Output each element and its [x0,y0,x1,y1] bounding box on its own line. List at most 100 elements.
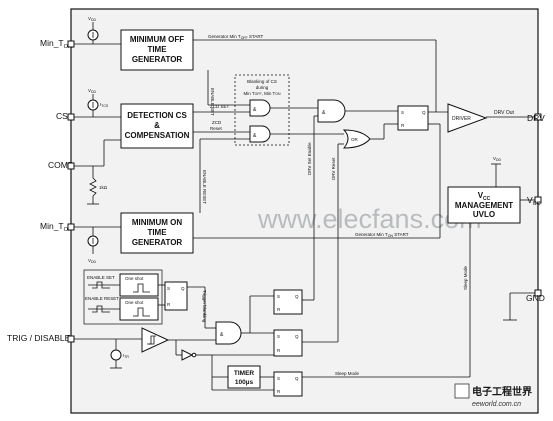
svg-text:TRIG / DISABLE: TRIG / DISABLE [7,333,71,343]
svg-text:One shot: One shot [125,300,144,305]
svg-text:MANAGEMENT: MANAGEMENT [455,201,513,210]
svg-text:during: during [256,85,269,90]
pin-min-ton: Min_TON [40,221,75,233]
one-shot-enable-reset: ENABLE RESET One shot [85,296,159,321]
svg-text:MINIMUM ON: MINIMUM ON [132,218,182,227]
svg-text:MINIMUM OFF: MINIMUM OFF [130,35,184,44]
eeworld-logo: 电子工程世界 eeworld.com.cn [454,383,532,408]
or-gate: OR [342,129,371,149]
svg-text:Sleep Mode: Sleep Mode [463,265,468,290]
sr-latch-main: S R Q [397,105,429,131]
svg-text:ENABLE SET: ENABLE SET [210,88,215,116]
svg-text:eeworld.com.cn: eeworld.com.cn [472,401,521,408]
svg-text:DRV Out: DRV Out [494,110,515,116]
svg-text:S: S [401,110,404,115]
svg-text:ZCD SET: ZCD SET [210,104,230,109]
sr-latch-drv-set: S R Q [273,289,303,315]
svg-text:&: & [154,121,160,130]
svg-text:R: R [277,389,281,394]
current-source-trig: ITR [110,339,129,369]
blanking-area [234,74,290,146]
svg-text:VDD: VDD [88,258,97,264]
svg-text:GENERATOR: GENERATOR [132,55,183,64]
svg-text:GND: GND [526,293,545,303]
svg-text:S: S [277,334,280,339]
svg-text:DRV: DRV [527,113,545,123]
min-on-time-generator-block: MINIMUM ON TIME GENERATOR [120,212,194,254]
svg-text:DRV Set Enable: DRV Set Enable [307,142,312,175]
detection-cs-compensation-block: DETECTION CS & COMPENSATION [120,103,194,149]
current-source-cs: VDD ITCS [87,88,109,117]
sr-latch-drv-reset: S R Q [273,329,303,357]
vcc-management-uvlo-block: VCC MANAGEMENT UVLO [447,186,521,224]
schmitt-trigger [141,327,170,353]
svg-text:ZCD: ZCD [212,120,222,125]
svg-text:S: S [277,294,280,299]
svg-text:One shot: One shot [125,276,144,281]
svg-text:100µs: 100µs [235,379,254,386]
svg-text:CS: CS [56,111,68,121]
svg-text:R: R [277,348,281,353]
svg-text:ENABLE RESET: ENABLE RESET [85,296,119,301]
resistor-comp: 1kΩ [87,166,108,205]
svg-text:Sleep Mode: Sleep Mode [335,371,360,376]
svg-text:UVLO: UVLO [473,210,495,219]
svg-text:Reset: Reset [210,126,223,131]
svg-text:Q: Q [422,110,426,115]
pin-trig-disable: TRIG / DISABLE [7,333,75,343]
driver-amplifier: DRIVER [447,103,488,133]
svg-text:TIMER: TIMER [234,370,255,377]
vdd-source-min-toff: VDD [87,16,99,44]
svg-text:DRIVER: DRIVER [452,116,471,122]
svg-text:Generator Min TOFF START: Generator Min TOFF START [208,34,264,40]
svg-text:OR: OR [351,137,359,142]
svg-text:R: R [167,302,171,307]
timer-block: TIMER 100µs [227,365,261,389]
svg-text:S: S [167,286,170,291]
svg-text:VCC: VCC [478,191,491,202]
svg-text:DETECTION CS: DETECTION CS [127,111,187,120]
svg-text:R: R [277,307,281,312]
svg-text:Min TOFF, Min TON: Min TOFF, Min TON [243,91,281,96]
svg-text:TIME: TIME [147,45,167,54]
watermark: www.elecfans.com [257,204,482,234]
svg-text:&: & [253,107,257,113]
current-source-min-ton: VDD [87,227,99,264]
and-gate-zcd-set: & [249,99,271,117]
sr-latch-sleep: S R Q [273,371,303,397]
sr-latch-one-shot: S R Q [164,281,188,311]
and-gate-zcd-reset: & [249,125,271,143]
svg-text:GENERATOR: GENERATOR [132,238,183,247]
svg-text:ENABLE RESET: ENABLE RESET [202,170,207,204]
svg-text:&: & [322,110,326,116]
one-shot-outline [83,269,163,325]
svg-text:Q: Q [295,294,299,299]
svg-text:Q: Q [295,376,299,381]
svg-text:Q: Q [295,334,299,339]
svg-text:&: & [220,332,224,338]
svg-text:Blanking of CS: Blanking of CS [247,79,277,84]
svg-text:COMPENSATION: COMPENSATION [125,131,190,140]
and-gate-main: & [317,99,346,123]
svg-text:S: S [277,376,280,381]
vdd-uvlo: VDD [491,156,502,187]
svg-text:ITCS: ITCS [100,102,109,108]
svg-text:Min_TON: Min_TON [40,221,72,233]
svg-text:Q: Q [181,286,185,291]
svg-text:COMP: COMP [48,160,74,170]
svg-text:DRV Reset: DRV Reset [331,157,336,180]
one-shot-enable-set: ENABLE SET One shot [87,273,159,297]
svg-text:Generator Min TON START: Generator Min TON START [355,232,409,238]
svg-text:R: R [401,123,405,128]
svg-text:ITR: ITR [123,353,129,359]
svg-text:VDD: VDD [88,88,97,94]
svg-text:1kΩ: 1kΩ [99,185,108,190]
svg-text:VDD: VDD [88,16,97,22]
svg-text:VDD: VDD [493,156,502,162]
svg-text:TIME: TIME [147,228,167,237]
svg-text:ENABLE SET: ENABLE SET [87,275,115,280]
svg-text:电子工程世界: 电子工程世界 [472,385,532,398]
min-off-time-generator-block: MINIMUM OFF TIME GENERATOR [120,29,194,71]
and-gate-trigger: & [215,321,242,345]
